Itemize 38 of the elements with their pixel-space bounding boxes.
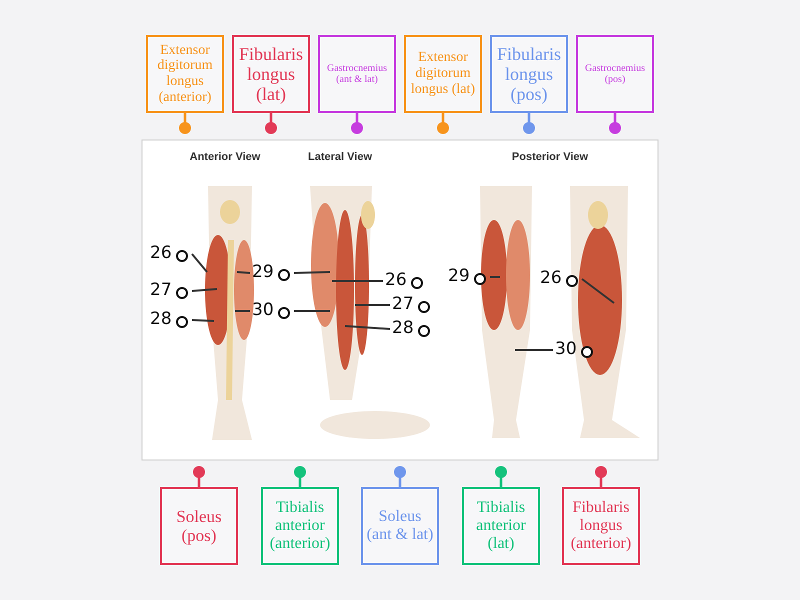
view-heading: Posterior View: [510, 151, 590, 163]
answer-tile: Extensor digitorum longus (lat): [404, 35, 482, 113]
callout-number: 27: [150, 280, 172, 300]
answer-tile: Tibialis anterior (anterior): [261, 487, 339, 565]
callout-number: 30: [252, 300, 274, 320]
answer-tile: Fibularis longus (pos): [490, 35, 568, 113]
leader-line: [294, 271, 330, 274]
leader-line: [490, 276, 500, 278]
leader-line: [515, 349, 553, 351]
answer-tile: Soleus (pos): [160, 487, 238, 565]
callout-number: 26: [385, 270, 407, 290]
view-heading: Anterior View: [188, 151, 262, 163]
answer-tile: Gastrocnemius (ant & lat): [318, 35, 396, 113]
callout-number: 29: [448, 266, 470, 286]
callout-number: 28: [392, 318, 414, 338]
answer-tile: Fibularis longus (anterior): [562, 487, 640, 565]
callout-number: 26: [150, 243, 172, 263]
leader-line: [355, 304, 390, 306]
callout-number: 27: [392, 294, 414, 314]
leader-line: [192, 319, 214, 322]
answer-tile: Tibialis anterior (lat): [462, 487, 540, 565]
callout-number: 26: [540, 268, 562, 288]
answer-tile: Soleus (ant & lat): [361, 487, 439, 565]
callout-number: 28: [150, 309, 172, 329]
leader-line: [235, 310, 250, 312]
answer-tile: Extensor digitorum longus (anterior): [146, 35, 224, 113]
answer-tile: Fibularis longus (lat): [232, 35, 310, 113]
leader-line: [236, 271, 250, 274]
leader-line: [344, 325, 390, 330]
answer-tile: Gastrocnemius (pos): [576, 35, 654, 113]
leader-line: [294, 310, 330, 312]
callout-number: 30: [555, 339, 577, 359]
leader-line: [581, 278, 615, 304]
leader-line: [192, 288, 218, 292]
leader-line: [191, 253, 208, 273]
callout-number: 29: [252, 262, 274, 282]
leader-line: [332, 280, 383, 282]
view-heading: Lateral View: [307, 151, 373, 163]
